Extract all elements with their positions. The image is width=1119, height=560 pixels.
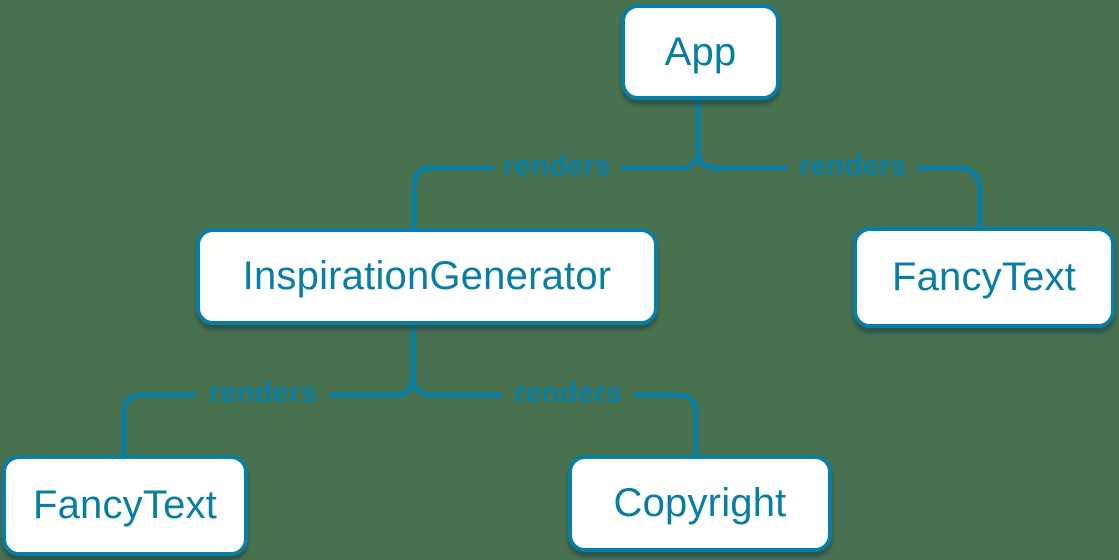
node-copyright-label: Copyright [613, 481, 787, 525]
node-inspiration-generator: InspirationGenerator [196, 228, 658, 325]
edge-label-app-fancytext: renders [799, 150, 907, 183]
node-copyright: Copyright [568, 455, 832, 552]
edge-inspirationgenerator-to-copyright [410, 372, 699, 456]
edge-app-to-fancytext [695, 147, 983, 229]
edge-label-inspirationgenerator-copyright: renders [514, 377, 622, 410]
edge-label-inspirationgenerator-fancytext: renders [209, 377, 317, 410]
node-fancy-text-top-label: FancyText [891, 255, 1077, 299]
node-inspiration-generator-label: InspirationGenerator [242, 254, 612, 298]
node-fancy-text-bottom: FancyText [2, 455, 248, 556]
edge-label-app-inspirationgenerator: renders [503, 150, 611, 183]
node-fancy-text-bottom-label: FancyText [32, 483, 218, 527]
node-app-label: App [664, 29, 737, 74]
node-fancy-text-top: FancyText [853, 227, 1115, 328]
node-app: App [621, 4, 780, 100]
